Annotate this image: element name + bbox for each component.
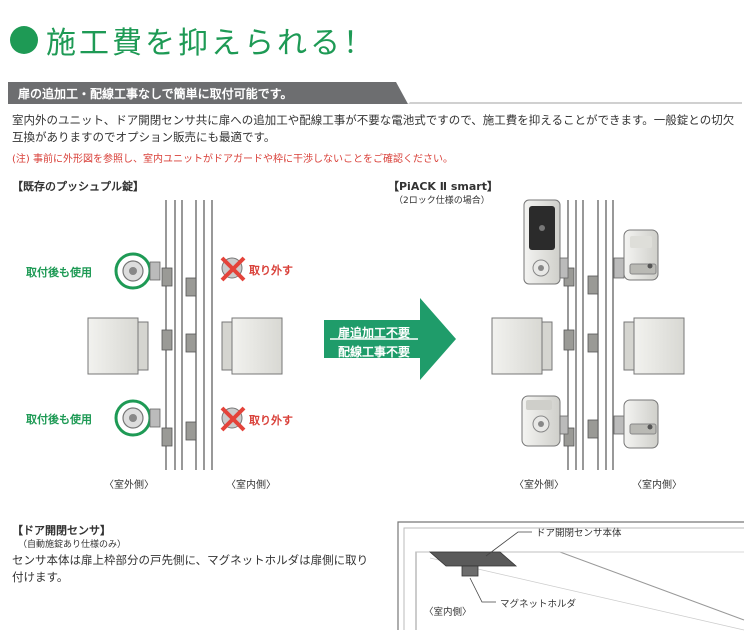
sensor-leader-lines	[469, 531, 532, 603]
arrow-text-line2: 配線工事不要	[338, 345, 411, 359]
outdoor-keypad-unit-icon	[523, 199, 569, 285]
bullet-icon	[10, 26, 38, 54]
piack-heading: 【PiACK Ⅱ smart】	[388, 180, 498, 193]
indoor-handle-piack	[623, 317, 685, 375]
cylinder-bottom-icon	[114, 399, 161, 437]
description-text: 室内外のユニット、ドア開閉センサ共に扉への追加工や配線工事が不要な電池式ですので…	[12, 113, 735, 144]
outdoor-handle-piack	[491, 317, 553, 375]
outdoor-sub-unit-icon	[521, 395, 569, 447]
cylinder-top-icon	[114, 252, 161, 290]
remove-label-bottom: 取り外す	[249, 414, 293, 427]
thumbturn-top-removed-icon	[220, 256, 246, 282]
use-after-label-top: 取付後も使用	[26, 266, 92, 279]
piack-outdoor-label: 〈室外側〉	[514, 480, 564, 491]
latch-blocks	[161, 267, 197, 447]
sensor-indoor-label: 〈室内側〉	[424, 607, 472, 618]
piack-latch-blocks	[563, 267, 599, 447]
remove-label-top: 取り外す	[249, 264, 293, 277]
sensor-body-icon	[428, 551, 518, 577]
existing-indoor-label: 〈室内側〉	[226, 480, 276, 491]
note-text: (注) 事前に外形図を参照し、室内ユニットがドアガードや枠に干渉しないことをご確…	[12, 154, 453, 165]
magnet-holder-label: マグネットホルダ	[500, 599, 577, 610]
transition-arrow-icon	[324, 298, 456, 380]
section-banner: 扉の追加工・配線工事なしで簡単に取付可能です。	[8, 82, 742, 104]
banner-shape	[8, 82, 742, 104]
existing-outdoor-label: 〈室外側〉	[104, 480, 154, 491]
title-row: 施工費を抑えられる！	[10, 18, 376, 62]
sensor-subheading: （自動施錠あり仕様のみ）	[18, 540, 127, 550]
indoor-main-unit-icon	[613, 229, 659, 281]
indoor-sub-unit-icon	[613, 399, 659, 449]
thumbturn-bottom-removed-icon	[220, 406, 246, 432]
outdoor-handle-existing	[87, 317, 149, 375]
arrow-text-line1: 扉追加工不要	[338, 326, 411, 340]
existing-lock-heading: 【既存のプッシュプル錠】	[12, 180, 144, 193]
banner-text: 扉の追加工・配線工事なしで簡単に取付可能です。	[18, 87, 293, 101]
piack-subheading: （2ロック仕様の場合）	[394, 196, 490, 206]
sensor-heading: 【ドア開閉センサ】	[12, 524, 111, 537]
indoor-handle-existing	[221, 317, 283, 375]
use-after-label-bottom: 取付後も使用	[26, 413, 92, 426]
page-title: 施工費を抑えられる！	[46, 26, 376, 61]
sensor-body-label: ドア開閉センサ本体	[536, 528, 622, 539]
sensor-description: センサ本体は扉上枠部分の戸先側に、マグネットホルダは扉側に取り付けます。	[12, 553, 369, 584]
piack-door-indoor	[597, 200, 614, 470]
existing-door-indoor	[195, 200, 213, 470]
piack-indoor-label: 〈室内側〉	[632, 480, 682, 491]
